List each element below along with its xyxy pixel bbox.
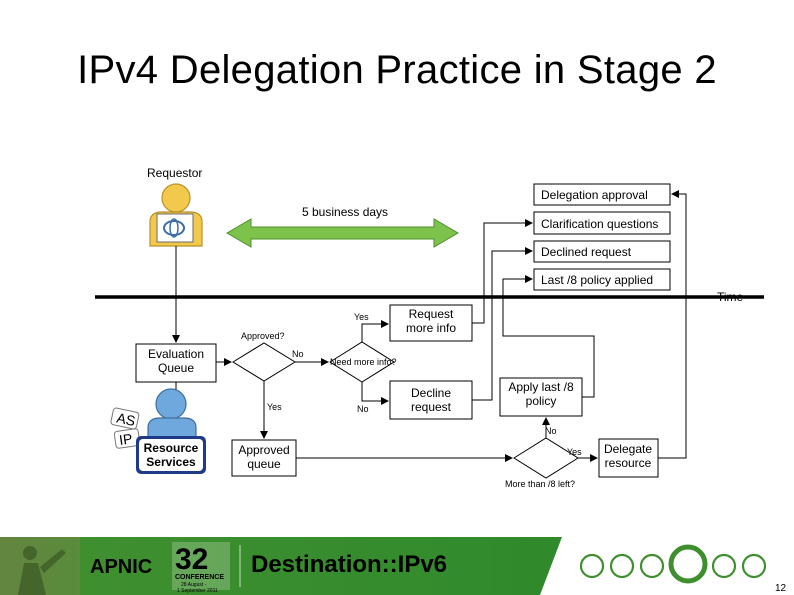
duration-label: 5 business days <box>302 205 388 219</box>
ipv6-pattern-icon <box>579 544 767 584</box>
connector-delegate-approval <box>658 190 687 459</box>
apnic-logo-text: APNIC <box>90 556 152 578</box>
slide-title: IPv4 Delegation Practice in Stage 2 <box>77 48 717 92</box>
request-more-info-label-1: Request <box>409 307 454 321</box>
connector-needinfo-yes <box>361 320 389 342</box>
apply-last8-box <box>499 377 583 417</box>
connector-requestinfo-clarification <box>472 219 533 324</box>
clarification-questions-label: Clarification questions <box>541 217 658 231</box>
approved-queue-label-1: Approved <box>238 443 289 457</box>
conference-label: CONFERENCE <box>175 574 224 581</box>
delegate-resource-label-1: Delegate <box>604 442 652 456</box>
approved-no-label: No <box>292 349 304 359</box>
ip-badge-text: IP <box>118 430 133 448</box>
decline-request-box <box>389 380 473 420</box>
declined-request-box <box>533 240 671 263</box>
delegate-resource-label-2: resource <box>605 456 652 470</box>
page-number: 12 <box>775 583 787 594</box>
decline-request-label-1: Decline <box>411 386 451 400</box>
evaluation-queue-label-2: Queue <box>158 361 194 375</box>
approved-yes-label: Yes <box>267 402 282 412</box>
services-label: Services <box>146 455 196 469</box>
evaluation-queue-label-1: Evaluation <box>148 347 204 361</box>
decline-request-label-2: request <box>411 400 452 414</box>
connector-last8-applied <box>502 275 595 398</box>
as-badge-text: AS <box>115 409 137 429</box>
approved-queue-box <box>231 439 297 477</box>
clarification-questions-box <box>533 211 671 235</box>
conference-dates-1: 28 August - <box>181 582 207 588</box>
resource-label: Resource <box>144 441 199 455</box>
declined-request-label: Declined request <box>541 245 632 259</box>
approved-queue-label-2: queue <box>247 457 281 471</box>
more-than-8-label: More than /8 left? <box>505 479 575 489</box>
footer-graphic: APNIC 32 CONFERENCE 28 August - 1 Septem… <box>0 537 794 595</box>
conference-footer: APNIC 32 CONFERENCE 28 August - 1 Septem… <box>0 537 794 595</box>
duration-arrow <box>226 218 459 248</box>
connector-decline-declined <box>472 247 533 401</box>
connector-needinfo-no <box>361 382 389 405</box>
conference-dates-2: 1 September 2011 <box>177 588 218 594</box>
apply-last8-label-1: Apply last /8 <box>508 380 574 394</box>
more8-no-label: No <box>545 426 557 436</box>
needinfo-yes-label: Yes <box>354 312 369 322</box>
delegation-approval-label: Delegation approval <box>541 188 648 202</box>
delegate-resource-box <box>598 438 659 478</box>
need-more-info-decision <box>329 341 395 383</box>
delegation-approval-box <box>533 183 671 206</box>
time-label: Time <box>717 290 744 304</box>
conference-number: 32 <box>175 543 208 576</box>
approved-decision <box>232 342 296 382</box>
last8-policy-applied-label: Last /8 policy applied <box>541 273 653 287</box>
more8-yes-label: Yes <box>567 447 582 457</box>
resource-services-icon: AS IP Resource Services <box>110 388 206 474</box>
more-than-8-decision <box>513 437 579 479</box>
last8-policy-applied-box <box>533 268 671 291</box>
requestor-person-icon <box>149 183 203 247</box>
requestor-label: Requestor <box>147 166 202 180</box>
needinfo-no-label: No <box>357 404 369 414</box>
decorative-figure-icon <box>18 546 66 595</box>
approved-question-label: Approved? <box>241 331 285 341</box>
destination-tagline: Destination::IPv6 <box>251 551 447 578</box>
request-more-info-label-2: more info <box>406 321 456 335</box>
apply-last8-label-2: policy <box>526 394 557 408</box>
need-more-info-label: Need more info? <box>330 357 397 367</box>
